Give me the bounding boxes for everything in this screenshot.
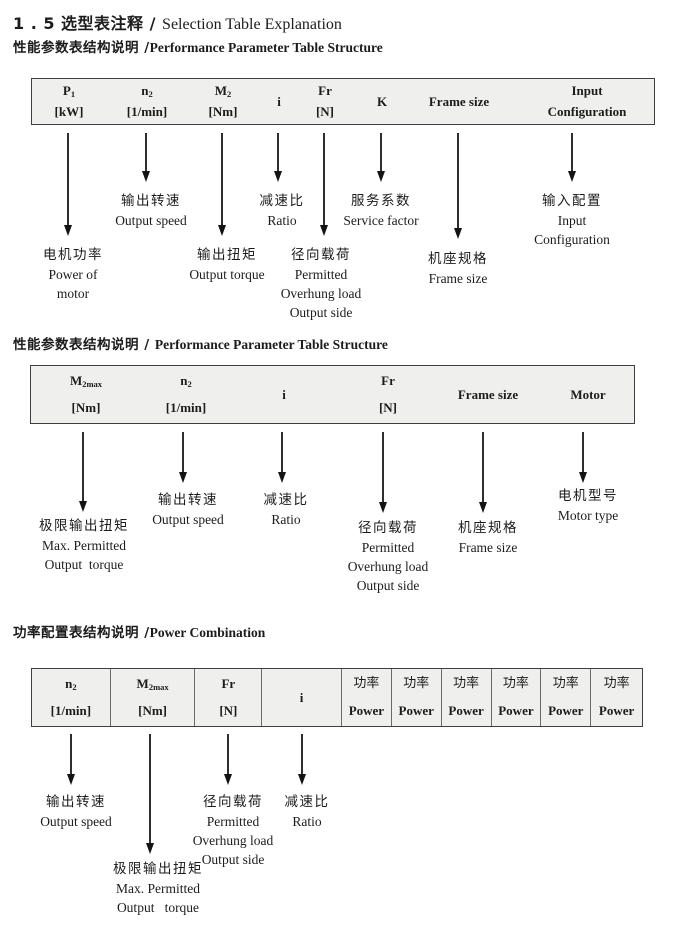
- arrow-down: [297, 734, 307, 785]
- callout-max-output-torque: 极限输出扭矩 Max. Permitted Output torque: [113, 861, 203, 915]
- arrow-down: [273, 133, 283, 182]
- section-3-heading: 功率配置表结构说明 /Power Combination: [13, 621, 265, 641]
- page-title-en: Selection Table Explanation: [162, 16, 342, 33]
- column-header-power: 功率 Power: [342, 669, 392, 726]
- callout-output-speed: 输出转速 Output speed: [115, 193, 187, 228]
- column-header-frame-size: Frame size: [428, 94, 490, 109]
- callout-motor-type: 电机型号 Motor type: [557, 488, 619, 523]
- column-header-power: 功率 Power: [541, 669, 592, 726]
- callout-max-output-torque: 极限输出扭矩 Max. Permitted Output torque: [39, 518, 129, 572]
- column-header-n2: n2 [1/min]: [32, 669, 111, 726]
- column-header-power: 功率 Power: [392, 669, 442, 726]
- callout-radial-load: 径向载荷 Permitted Overhung load Output side: [347, 520, 429, 593]
- arrow-down: [63, 133, 73, 236]
- arrow-down: [567, 133, 577, 182]
- callout-output-speed: 输出转速 Output speed: [40, 794, 112, 829]
- column-header-n2: n2 [1/min]: [165, 373, 207, 415]
- arrow-down: [223, 734, 233, 785]
- section-1-heading-en: Performance Parameter Table Structure: [149, 40, 383, 55]
- column-header-m2max: M2max [Nm]: [111, 669, 196, 726]
- column-header-input-configuration: Input Configuration: [547, 83, 627, 119]
- column-header-fr: Fr [N]: [195, 669, 263, 726]
- column-header-fr: Fr [N]: [378, 373, 398, 415]
- column-header-k: K: [376, 94, 388, 109]
- column-header-p1: P1 [kW]: [54, 83, 84, 119]
- column-header-power: 功率 Power: [492, 669, 542, 726]
- section-1-heading-zh: 性能参数表结构说明 /: [13, 40, 150, 56]
- column-header-m2: M2 [Nm]: [208, 83, 238, 119]
- arrow-down: [217, 133, 227, 236]
- callout-frame-size: 机座规格 Frame size: [428, 251, 488, 286]
- section-2-heading-zh: 性能参数表结构说明 /: [13, 337, 155, 353]
- page-title: 1 . 5 选型表注释 / Selection Table Explanatio…: [13, 10, 342, 34]
- arrow-down: [66, 734, 76, 785]
- callout-power-of-motor: 电机功率 Power of motor: [43, 247, 103, 301]
- column-header-i: i: [262, 669, 342, 726]
- callout-output-speed: 输出转速 Output speed: [152, 492, 224, 527]
- arrow-down: [319, 133, 329, 236]
- section-1-heading: 性能参数表结构说明 /Performance Parameter Table S…: [13, 36, 383, 56]
- arrow-down: [145, 734, 155, 854]
- callout-service-factor: 服务系数 Service factor: [343, 193, 419, 228]
- page-title-zh: 1 . 5 选型表注释 /: [13, 14, 163, 33]
- power-combination-table: n2 [1/min] M2max [Nm] Fr [N] i 功率 Power …: [31, 668, 643, 727]
- callout-ratio: 减速比 Ratio: [284, 794, 330, 829]
- performance-table-1: P1 [kW] n2 [1/min] M2 [Nm] i Fr [N] K Fr…: [31, 78, 655, 125]
- column-header-m2max: M2max [Nm]: [69, 373, 103, 415]
- section-3-heading-zh: 功率配置表结构说明 /: [13, 625, 150, 641]
- callout-frame-size: 机座规格 Frame size: [458, 520, 518, 555]
- callout-radial-load: 径向载荷 Permitted Overhung load Output side: [280, 247, 362, 320]
- callout-output-torque: 输出扭矩 Output torque: [189, 247, 265, 282]
- callout-input-configuration: 输入配置 Input Configuration: [534, 193, 610, 247]
- callout-ratio: 减速比 Ratio: [259, 193, 305, 228]
- section-2-heading: 性能参数表结构说明 / Performance Parameter Table …: [13, 333, 388, 353]
- arrow-down: [378, 432, 388, 513]
- column-header-i: i: [277, 94, 281, 109]
- arrow-down: [78, 432, 88, 512]
- arrow-down: [478, 432, 488, 513]
- arrow-down: [277, 432, 287, 483]
- section-2-heading-en: Performance Parameter Table Structure: [154, 337, 388, 352]
- column-header-power: 功率 Power: [442, 669, 492, 726]
- arrow-down: [178, 432, 188, 483]
- performance-table-2: M2max [Nm] n2 [1/min] i Fr [N] Frame siz…: [30, 365, 635, 424]
- column-header-fr: Fr [N]: [315, 83, 335, 119]
- callout-radial-load: 径向载荷 Permitted Overhung load Output side: [192, 794, 274, 867]
- column-header-power: 功率 Power: [598, 676, 635, 718]
- arrow-down: [376, 133, 386, 182]
- callout-ratio: 减速比 Ratio: [263, 492, 309, 527]
- column-header-i: i: [282, 387, 286, 402]
- column-header-n2: n2 [1/min]: [126, 83, 168, 119]
- arrow-down: [578, 432, 588, 483]
- column-header-motor: Motor: [570, 387, 606, 402]
- arrow-down: [141, 133, 151, 182]
- column-header-frame-size: Frame size: [457, 387, 519, 402]
- arrow-down: [453, 133, 463, 239]
- section-3-heading-en: Power Combination: [149, 625, 266, 640]
